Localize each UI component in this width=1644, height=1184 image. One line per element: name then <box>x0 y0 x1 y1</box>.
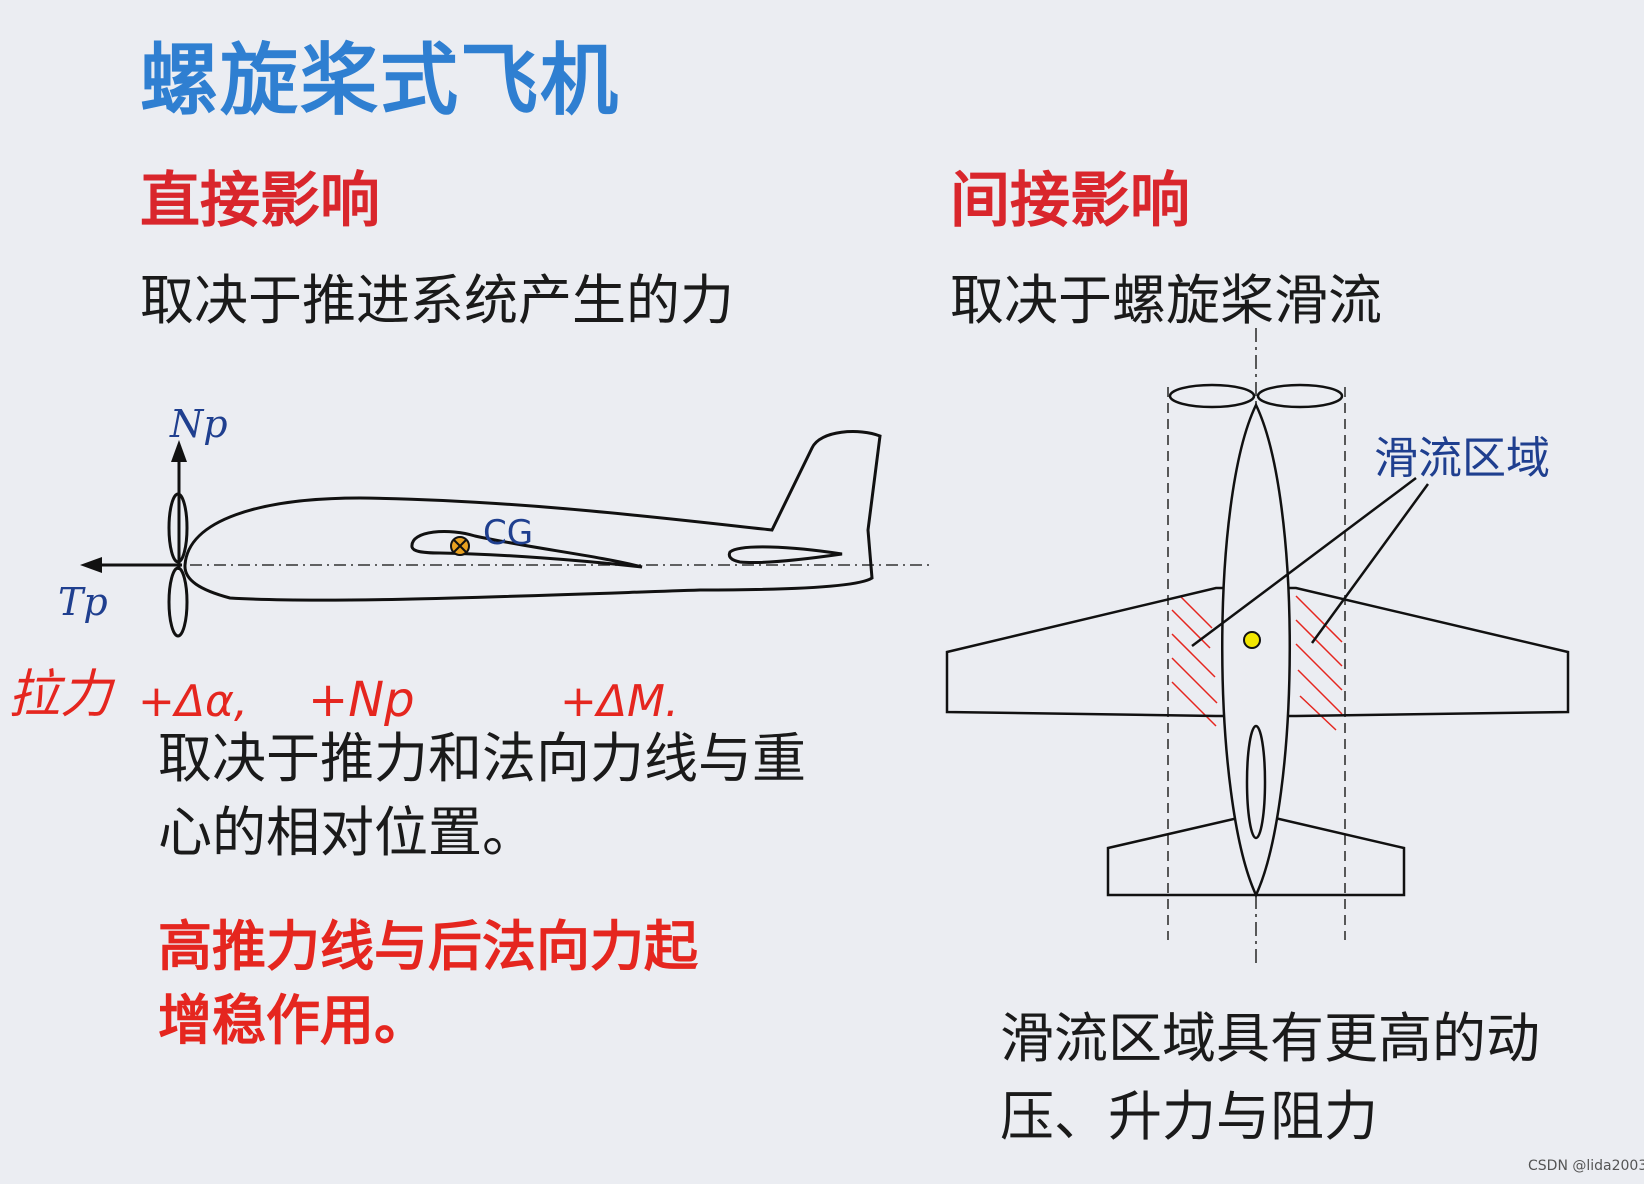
top-cg-dot <box>1243 631 1261 649</box>
top-propeller-blade-left <box>1168 383 1256 409</box>
handwritten-pull-force: 拉力 <box>8 665 113 725</box>
leader-line-right <box>1310 483 1430 644</box>
fuselage-outline <box>183 430 882 602</box>
tail-airfoil <box>727 545 843 565</box>
normal-force-label: Np <box>170 402 228 446</box>
watermark: CSDN @lida2003 <box>1528 1158 1644 1174</box>
handwritten-np-note: +Np <box>308 672 415 728</box>
thrust-label: Tp <box>58 580 108 624</box>
slipstream-hatch-right <box>1295 595 1343 731</box>
slipstream-label: 滑流区域 <box>1374 433 1550 484</box>
normal-force-arrow <box>171 440 187 570</box>
indirect-effect-description: 取决于螺旋桨滑流 <box>950 269 1382 332</box>
body-text-stabilizing: 高推力线与后法向力起增稳作用。 <box>158 915 698 1052</box>
direct-effect-heading: 直接影响 <box>140 166 380 236</box>
indirect-effect-heading: 间接影响 <box>950 166 1190 236</box>
leader-line-left <box>1191 477 1417 647</box>
cg-label: CG <box>483 513 534 553</box>
wing-airfoil <box>410 530 643 569</box>
body-text-slipstream: 滑流区域具有更高的动压、升力与阻力 <box>1000 1007 1540 1148</box>
top-fuselage <box>1221 402 1291 898</box>
side-view-aircraft <box>167 430 930 638</box>
slide-title: 螺旋桨式飞机 <box>140 36 621 126</box>
top-propeller-blade-right <box>1256 383 1344 409</box>
slipstream-hatch-left <box>1171 595 1218 727</box>
cg-symbol <box>450 536 470 556</box>
handwritten-m-note: +ΔM. <box>560 676 679 727</box>
vertical-fin <box>1245 724 1267 840</box>
direct-effect-description: 取决于推进系统产生的力 <box>140 269 734 332</box>
thrust-arrow <box>80 557 182 573</box>
handwritten-alpha-note: +Δα, <box>138 676 248 727</box>
top-view-aircraft <box>945 328 1570 965</box>
body-text-relative-position: 取决于推力和法向力线与重心的相对位置。 <box>158 727 806 864</box>
propeller-blade-lower <box>167 566 189 638</box>
